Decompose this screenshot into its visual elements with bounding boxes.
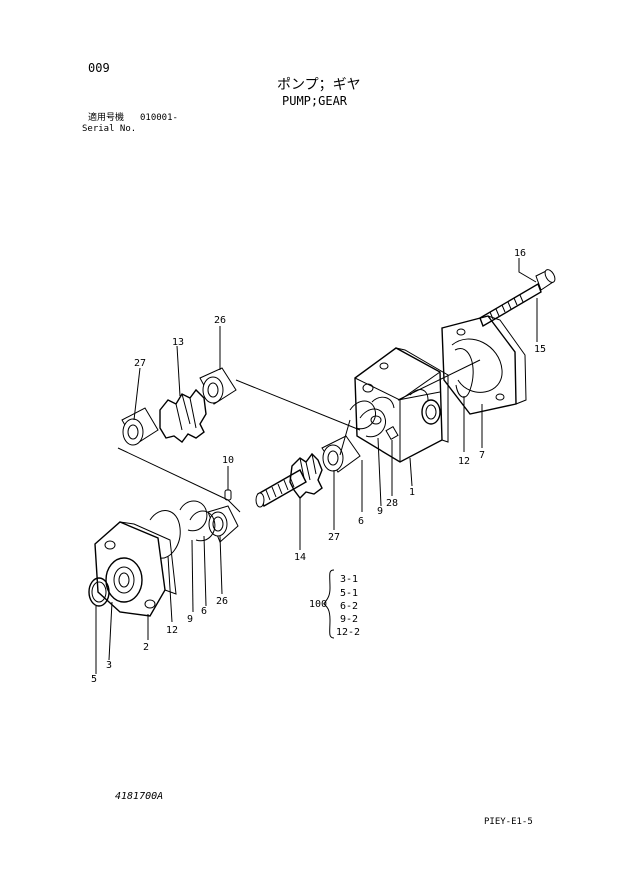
sheet-code: PIEY-E1-5	[484, 817, 533, 827]
kit-item: 5-1	[340, 588, 358, 599]
callout-10: 10	[222, 455, 234, 466]
pump-body-part	[354, 347, 449, 463]
callout-9: 9	[377, 506, 383, 517]
callout-3: 3	[106, 660, 112, 671]
title-english: PUMP;GEAR	[282, 94, 348, 108]
drawing-number: 4181700A	[115, 791, 164, 802]
snap-ring-part	[349, 396, 399, 441]
callout-9: 9	[187, 614, 193, 625]
callout-27: 27	[134, 358, 146, 369]
bushing-part	[199, 367, 237, 405]
callout-6: 6	[358, 516, 364, 527]
callout-26: 26	[216, 596, 228, 607]
callout-15: 15	[534, 344, 546, 355]
kit-item: 9-2	[340, 614, 358, 625]
callout-16: 16	[514, 248, 526, 259]
driven-gear-part	[159, 388, 207, 443]
flange-body-part	[94, 521, 177, 617]
kit-number: 100	[309, 599, 327, 610]
callout-6: 6	[201, 606, 207, 617]
callout-12: 12	[458, 456, 470, 467]
cover-plate-part	[441, 315, 527, 415]
snap-ring-part	[149, 500, 216, 559]
bushing-part	[121, 407, 159, 446]
seal-ring-part	[454, 348, 474, 398]
kit-item: 3-1	[340, 574, 358, 585]
bolt-part	[479, 269, 556, 328]
callout-1: 1	[409, 487, 415, 498]
callout-14: 14	[294, 552, 306, 563]
assembly-guide-lines	[117, 359, 481, 513]
callout-28: 28	[386, 498, 398, 509]
gear-shaft-part	[255, 452, 323, 508]
kit-brace	[323, 569, 335, 639]
callout-12: 12	[166, 625, 178, 636]
bushing-part	[207, 505, 239, 543]
title-japanese: ポンプ；ギヤ	[277, 77, 361, 93]
callout-27: 27	[328, 532, 340, 543]
callout-2: 2	[143, 642, 149, 653]
callout-5: 5	[91, 674, 97, 685]
snap-ring-part	[91, 581, 107, 603]
kit-item: 12-2	[336, 627, 360, 638]
oil-seal-part	[88, 577, 110, 607]
callout-leader-lines	[95, 258, 538, 674]
callout-7: 7	[479, 450, 485, 461]
serial-number: 010001-	[140, 113, 178, 123]
page-number: 009	[88, 61, 110, 75]
callout-13: 13	[172, 337, 184, 348]
serial-label-japanese: 適用号機	[88, 113, 125, 123]
callout-26: 26	[214, 315, 226, 326]
bushing-part	[321, 435, 361, 473]
kit-item: 6-2	[340, 601, 358, 612]
serial-label-english: Serial No.	[82, 124, 137, 134]
